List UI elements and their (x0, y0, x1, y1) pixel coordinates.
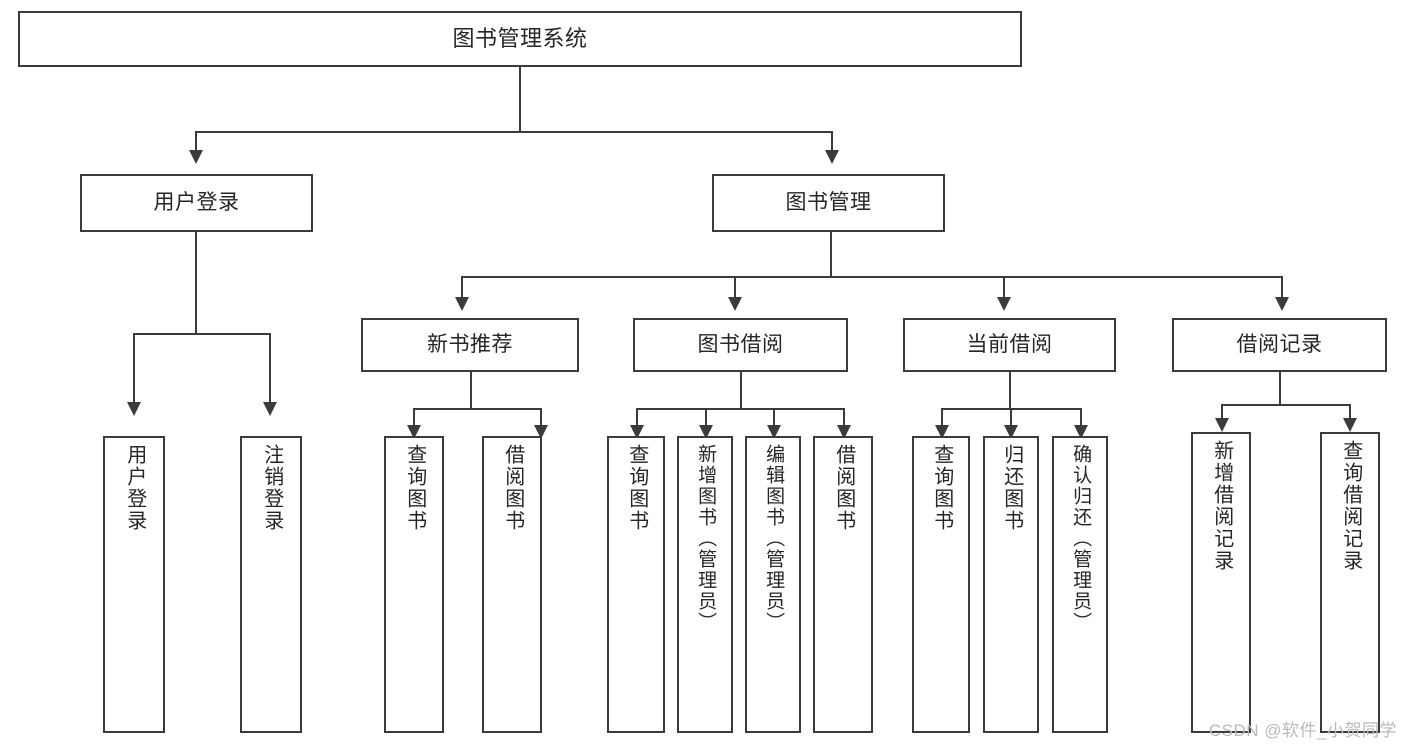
watermark-text: CSDN @软件_小贺同学 (1208, 721, 1397, 740)
connector-new-book-rec-to-leaf1 (413, 408, 415, 430)
node-leaf-add-record-label: 新增借阅记录 (1210, 440, 1233, 572)
arrowhead-leaf-query-book-2 (630, 425, 644, 439)
node-leaf-edit-book[interactable]: 编辑图书（管理员） (745, 436, 801, 733)
arrowhead-current-borrow (997, 297, 1011, 311)
arrowhead-borrow-record (1275, 297, 1289, 311)
connector-book-borrow-to-leaf4 (843, 408, 845, 430)
connector-new-book-rec-to-leaf2 (540, 408, 542, 430)
node-leaf-query-book-3[interactable]: 查询图书 (912, 436, 970, 733)
node-leaf-borrow-book-1[interactable]: 借阅图书 (482, 436, 542, 733)
connector-book-borrow-to-leaf1 (636, 408, 638, 430)
node-user-login-label: 用户登录 (153, 190, 240, 214)
node-book-manage-label: 图书管理 (785, 190, 872, 214)
node-user-login[interactable]: 用户登录 (80, 174, 313, 232)
node-book-manage[interactable]: 图书管理 (712, 174, 945, 232)
arrowhead-book-borrow (728, 297, 742, 311)
node-leaf-add-book-label: 新增图书（管理员） (695, 444, 717, 633)
connector-borrow-record-to-leaf1 (1221, 404, 1223, 422)
arrowhead-leaf-borrow-book-1 (534, 425, 548, 439)
arrowhead-leaf-edit-book (767, 425, 781, 439)
connector-root-stem (519, 67, 521, 132)
node-leaf-query-book-3-label: 查询图书 (930, 444, 953, 532)
connector-book-manage-stem (830, 232, 832, 277)
node-leaf-user-login-label: 用户登录 (123, 444, 146, 532)
node-leaf-borrow-book-2[interactable]: 借阅图书 (813, 436, 873, 733)
connector-borrow-record-stem (1279, 372, 1281, 405)
connector-borrow-record-to-leaf2 (1349, 404, 1351, 422)
connector-root-to-user-login (195, 131, 197, 153)
node-leaf-query-book-2-label: 查询图书 (625, 444, 648, 532)
node-leaf-query-book-1[interactable]: 查询图书 (384, 436, 444, 733)
node-book-borrow[interactable]: 图书借阅 (633, 318, 848, 372)
connector-book-manage-to-l3-1 (461, 276, 463, 300)
connector-book-manage-to-l3-3 (1003, 276, 1005, 300)
node-leaf-query-record[interactable]: 查询借阅记录 (1320, 432, 1380, 733)
connector-book-borrow-bar (637, 408, 845, 410)
node-new-book-rec-label: 新书推荐 (427, 332, 513, 356)
node-leaf-add-record[interactable]: 新增借阅记录 (1191, 432, 1251, 733)
connector-book-borrow-to-leaf2 (705, 408, 707, 430)
arrowhead-leaf-query-book-3 (935, 425, 949, 439)
arrowhead-user-login (189, 150, 203, 164)
arrowhead-leaf-return-book (1004, 425, 1018, 439)
arrowhead-leaf-logout (263, 402, 277, 416)
connector-book-manage-bar (462, 276, 1282, 278)
node-leaf-borrow-book-1-label: 借阅图书 (501, 444, 524, 532)
connector-borrow-record-bar (1222, 404, 1351, 406)
connector-book-borrow-stem (740, 372, 742, 409)
node-leaf-return-book-label: 归还图书 (1000, 444, 1023, 532)
node-borrow-record[interactable]: 借阅记录 (1172, 318, 1387, 372)
arrowhead-leaf-add-book (699, 425, 713, 439)
arrowhead-leaf-query-record (1343, 418, 1357, 432)
node-current-borrow-label: 当前借阅 (966, 332, 1053, 356)
connector-user-login-stem (195, 232, 197, 334)
arrowhead-leaf-add-record (1215, 418, 1229, 432)
connector-root-to-book-manage (831, 131, 833, 153)
arrowhead-leaf-borrow-book-2 (837, 425, 851, 439)
arrowhead-leaf-query-book-1 (407, 425, 421, 439)
connector-user-login-to-leaf2 (269, 333, 271, 405)
node-new-book-rec[interactable]: 新书推荐 (361, 318, 579, 372)
connector-root-bar (196, 131, 833, 133)
connector-current-borrow-to-leaf2 (1010, 408, 1012, 430)
node-leaf-borrow-book-2-label: 借阅图书 (832, 444, 855, 532)
connector-user-login-to-leaf1 (133, 333, 135, 405)
node-leaf-add-book[interactable]: 新增图书（管理员） (677, 436, 733, 733)
connector-current-borrow-to-leaf3 (1080, 408, 1082, 430)
arrowhead-leaf-user-login (127, 402, 141, 416)
node-leaf-user-login[interactable]: 用户登录 (103, 436, 165, 733)
node-root-label: 图书管理系统 (452, 26, 588, 52)
connector-user-login-bar (134, 333, 271, 335)
connector-new-book-rec-stem (470, 372, 472, 409)
node-leaf-confirm-return-label: 确认归还（管理员） (1070, 444, 1092, 633)
arrowhead-new-book-rec (455, 297, 469, 311)
node-borrow-record-label: 借阅记录 (1236, 332, 1323, 356)
connector-new-book-rec-bar (414, 408, 542, 410)
node-leaf-query-record-label: 查询借阅记录 (1339, 440, 1362, 572)
node-leaf-logout-label: 注销登录 (260, 444, 283, 532)
node-root[interactable]: 图书管理系统 (18, 11, 1022, 67)
node-leaf-query-book-1-label: 查询图书 (403, 444, 426, 532)
node-leaf-confirm-return[interactable]: 确认归还（管理员） (1052, 436, 1108, 733)
node-current-borrow[interactable]: 当前借阅 (903, 318, 1116, 372)
connector-current-borrow-bar (942, 408, 1082, 410)
connector-current-borrow-stem (1009, 372, 1011, 409)
node-leaf-edit-book-label: 编辑图书（管理员） (763, 444, 785, 633)
node-leaf-logout[interactable]: 注销登录 (240, 436, 302, 733)
connector-current-borrow-to-leaf1 (941, 408, 943, 430)
node-leaf-query-book-2[interactable]: 查询图书 (607, 436, 665, 733)
connector-book-borrow-to-leaf3 (773, 408, 775, 430)
node-leaf-return-book[interactable]: 归还图书 (983, 436, 1039, 733)
connector-book-manage-to-l3-2 (734, 276, 736, 300)
connector-book-manage-to-l3-4 (1281, 276, 1283, 300)
arrowhead-leaf-confirm-return (1074, 425, 1088, 439)
node-book-borrow-label: 图书借阅 (697, 332, 784, 356)
arrowhead-book-manage (825, 150, 839, 164)
